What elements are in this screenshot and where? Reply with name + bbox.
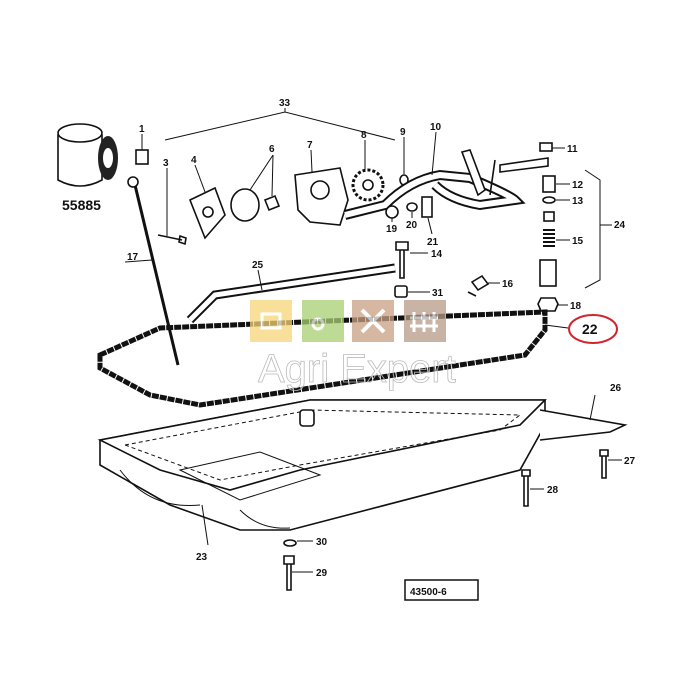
callout-28[interactable]: 28	[547, 485, 559, 496]
watermark-text: Agri Expert	[258, 347, 456, 391]
oil-pan-part-23[interactable]	[97, 399, 547, 531]
part-13b[interactable]	[543, 211, 555, 222]
washer-part-30[interactable]	[283, 539, 297, 547]
bolt-part-27[interactable]	[599, 449, 609, 479]
part-12[interactable]	[542, 175, 556, 193]
callout-10[interactable]: 10	[430, 122, 442, 133]
rotor-part-6[interactable]	[230, 188, 260, 222]
callout-8[interactable]: 8	[361, 130, 367, 141]
seal-part-19[interactable]	[385, 205, 399, 219]
callout-22[interactable]: 22	[582, 321, 598, 337]
oil-filter[interactable]	[57, 123, 118, 187]
callout-7[interactable]: 7	[307, 140, 313, 151]
callout-24[interactable]: 24	[614, 220, 626, 231]
dipstick-part-17[interactable]	[133, 184, 180, 366]
watermark	[250, 300, 446, 342]
callout-18[interactable]: 18	[570, 301, 582, 312]
callout-13[interactable]: 13	[572, 196, 584, 207]
callout-9[interactable]: 9	[400, 127, 406, 138]
drawing-number: 43500-6	[410, 587, 447, 598]
callout-29[interactable]: 29	[316, 568, 328, 579]
callout-19[interactable]: 19	[386, 224, 398, 235]
part-13[interactable]	[542, 196, 556, 204]
callout-17[interactable]: 17	[127, 252, 139, 263]
highlight-circle	[568, 314, 618, 344]
callout-12[interactable]: 12	[572, 180, 584, 191]
callout-14[interactable]: 14	[431, 249, 443, 260]
callout-33[interactable]: 33	[279, 98, 291, 109]
fitting-part-1[interactable]	[135, 149, 149, 165]
callout-25[interactable]: 25	[252, 260, 264, 271]
filter-part-number: 55885	[62, 197, 101, 213]
bolt-part-14[interactable]	[395, 241, 409, 279]
callout-31[interactable]: 31	[432, 288, 444, 299]
spacer-part-31[interactable]	[394, 285, 408, 298]
callout-16[interactable]: 16	[502, 279, 514, 290]
part-11[interactable]	[539, 142, 553, 152]
callout-26[interactable]: 26	[610, 383, 622, 394]
callout-30[interactable]: 30	[316, 537, 328, 548]
washer-part-20[interactable]	[406, 202, 418, 212]
callout-21[interactable]: 21	[427, 237, 439, 248]
nut-part-18[interactable]	[537, 297, 559, 312]
callout-6[interactable]: 6	[269, 144, 275, 155]
valve-body[interactable]	[539, 259, 557, 287]
callout-11[interactable]: 11	[567, 144, 578, 155]
callout-15[interactable]: 15	[572, 236, 584, 247]
drain-plug-part-29[interactable]	[283, 555, 295, 591]
tractor-icon	[250, 300, 292, 342]
callout-1[interactable]: 1	[139, 124, 145, 135]
callout-23[interactable]: 23	[196, 552, 208, 563]
group-bracket	[164, 108, 396, 141]
callout-27[interactable]: 27	[624, 456, 636, 467]
bolt-part-28[interactable]	[521, 469, 531, 507]
callout-20[interactable]: 20	[406, 220, 418, 231]
drawing-number-box	[404, 579, 479, 601]
bolt-part-3[interactable]	[157, 234, 187, 246]
bolt-part-21[interactable]	[421, 196, 433, 218]
group-bracket-24	[584, 169, 612, 289]
spring-part-15[interactable]	[543, 229, 555, 247]
fitting-part-16[interactable]	[467, 274, 490, 297]
callout-3[interactable]: 3	[163, 158, 169, 169]
plate-part-26[interactable]	[539, 409, 628, 441]
callout-4[interactable]: 4	[191, 155, 197, 166]
